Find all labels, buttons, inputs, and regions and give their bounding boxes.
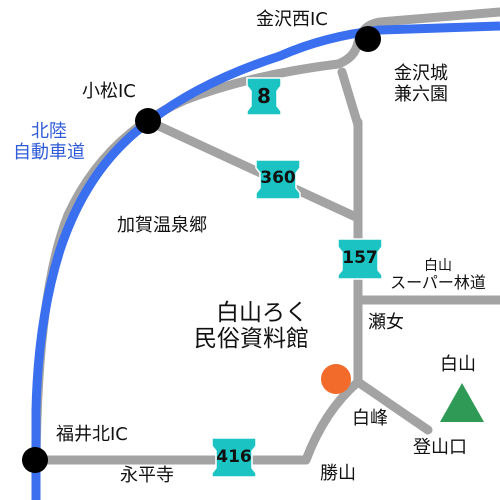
katsuyama-label: 勝山	[320, 463, 356, 484]
mountain-marker-icon	[440, 383, 484, 422]
shield-157-label: 157	[342, 248, 378, 268]
road-katsuyama	[301, 377, 363, 465]
expressway-label: 北陸 自動車道	[6, 121, 92, 163]
ic-kanazawa-nishi-dot	[355, 26, 381, 52]
road-tozanguchi	[353, 377, 433, 435]
hakusan-superrindo-line1: 白山	[424, 258, 452, 274]
shield-416-icon	[211, 437, 257, 478]
ic-komatsu-dot	[135, 108, 161, 134]
shield-157-icon	[337, 238, 383, 280]
expressway-label-line2: 自動車道	[13, 141, 85, 163]
hakumine-label: 白峰	[352, 408, 388, 429]
ic-kanazawa-nishi-label: 金沢西IC	[256, 9, 328, 30]
museum-label: 白山ろく 民俗資料館	[194, 300, 309, 353]
shield-416-label: 416	[216, 447, 252, 467]
road-route-360	[143, 116, 363, 223]
museum-marker-icon	[321, 364, 351, 394]
kaga-onsenkyo-label: 加賀温泉郷	[117, 215, 207, 236]
hakusan-superrindo-line2: スーパー林道	[390, 273, 486, 293]
senami-label: 瀬女	[368, 312, 404, 333]
shield-360-label: 360	[260, 168, 296, 188]
kenrokuen-line2: 兼六園	[394, 83, 448, 105]
road-kanazawa-connector	[337, 67, 363, 130]
mountain-label: 白山	[440, 354, 476, 375]
eiheiji-label: 永平寺	[120, 465, 174, 486]
shield-8-label: 8	[257, 84, 271, 108]
ic-komatsu-label: 小松IC	[82, 81, 136, 102]
tozanguchi-label: 登山口	[413, 437, 467, 458]
kanazawa-castle-label: 金沢城 兼六園	[382, 63, 460, 105]
kanazawa-castle-line1: 金沢城	[394, 63, 448, 84]
ic-fukui-kita-dot	[22, 447, 48, 473]
shield-8-icon	[246, 77, 282, 116]
museum-label-line1: 白山ろく	[216, 300, 308, 326]
ic-fukui-kita-label: 福井北IC	[56, 424, 128, 445]
expressway-label-line1: 北陸	[31, 121, 67, 142]
museum-label-line2: 民俗資料館	[194, 326, 309, 353]
shield-360-icon	[255, 159, 301, 200]
hakusan-superrindo-label: 白山 スーパー林道	[377, 258, 499, 292]
